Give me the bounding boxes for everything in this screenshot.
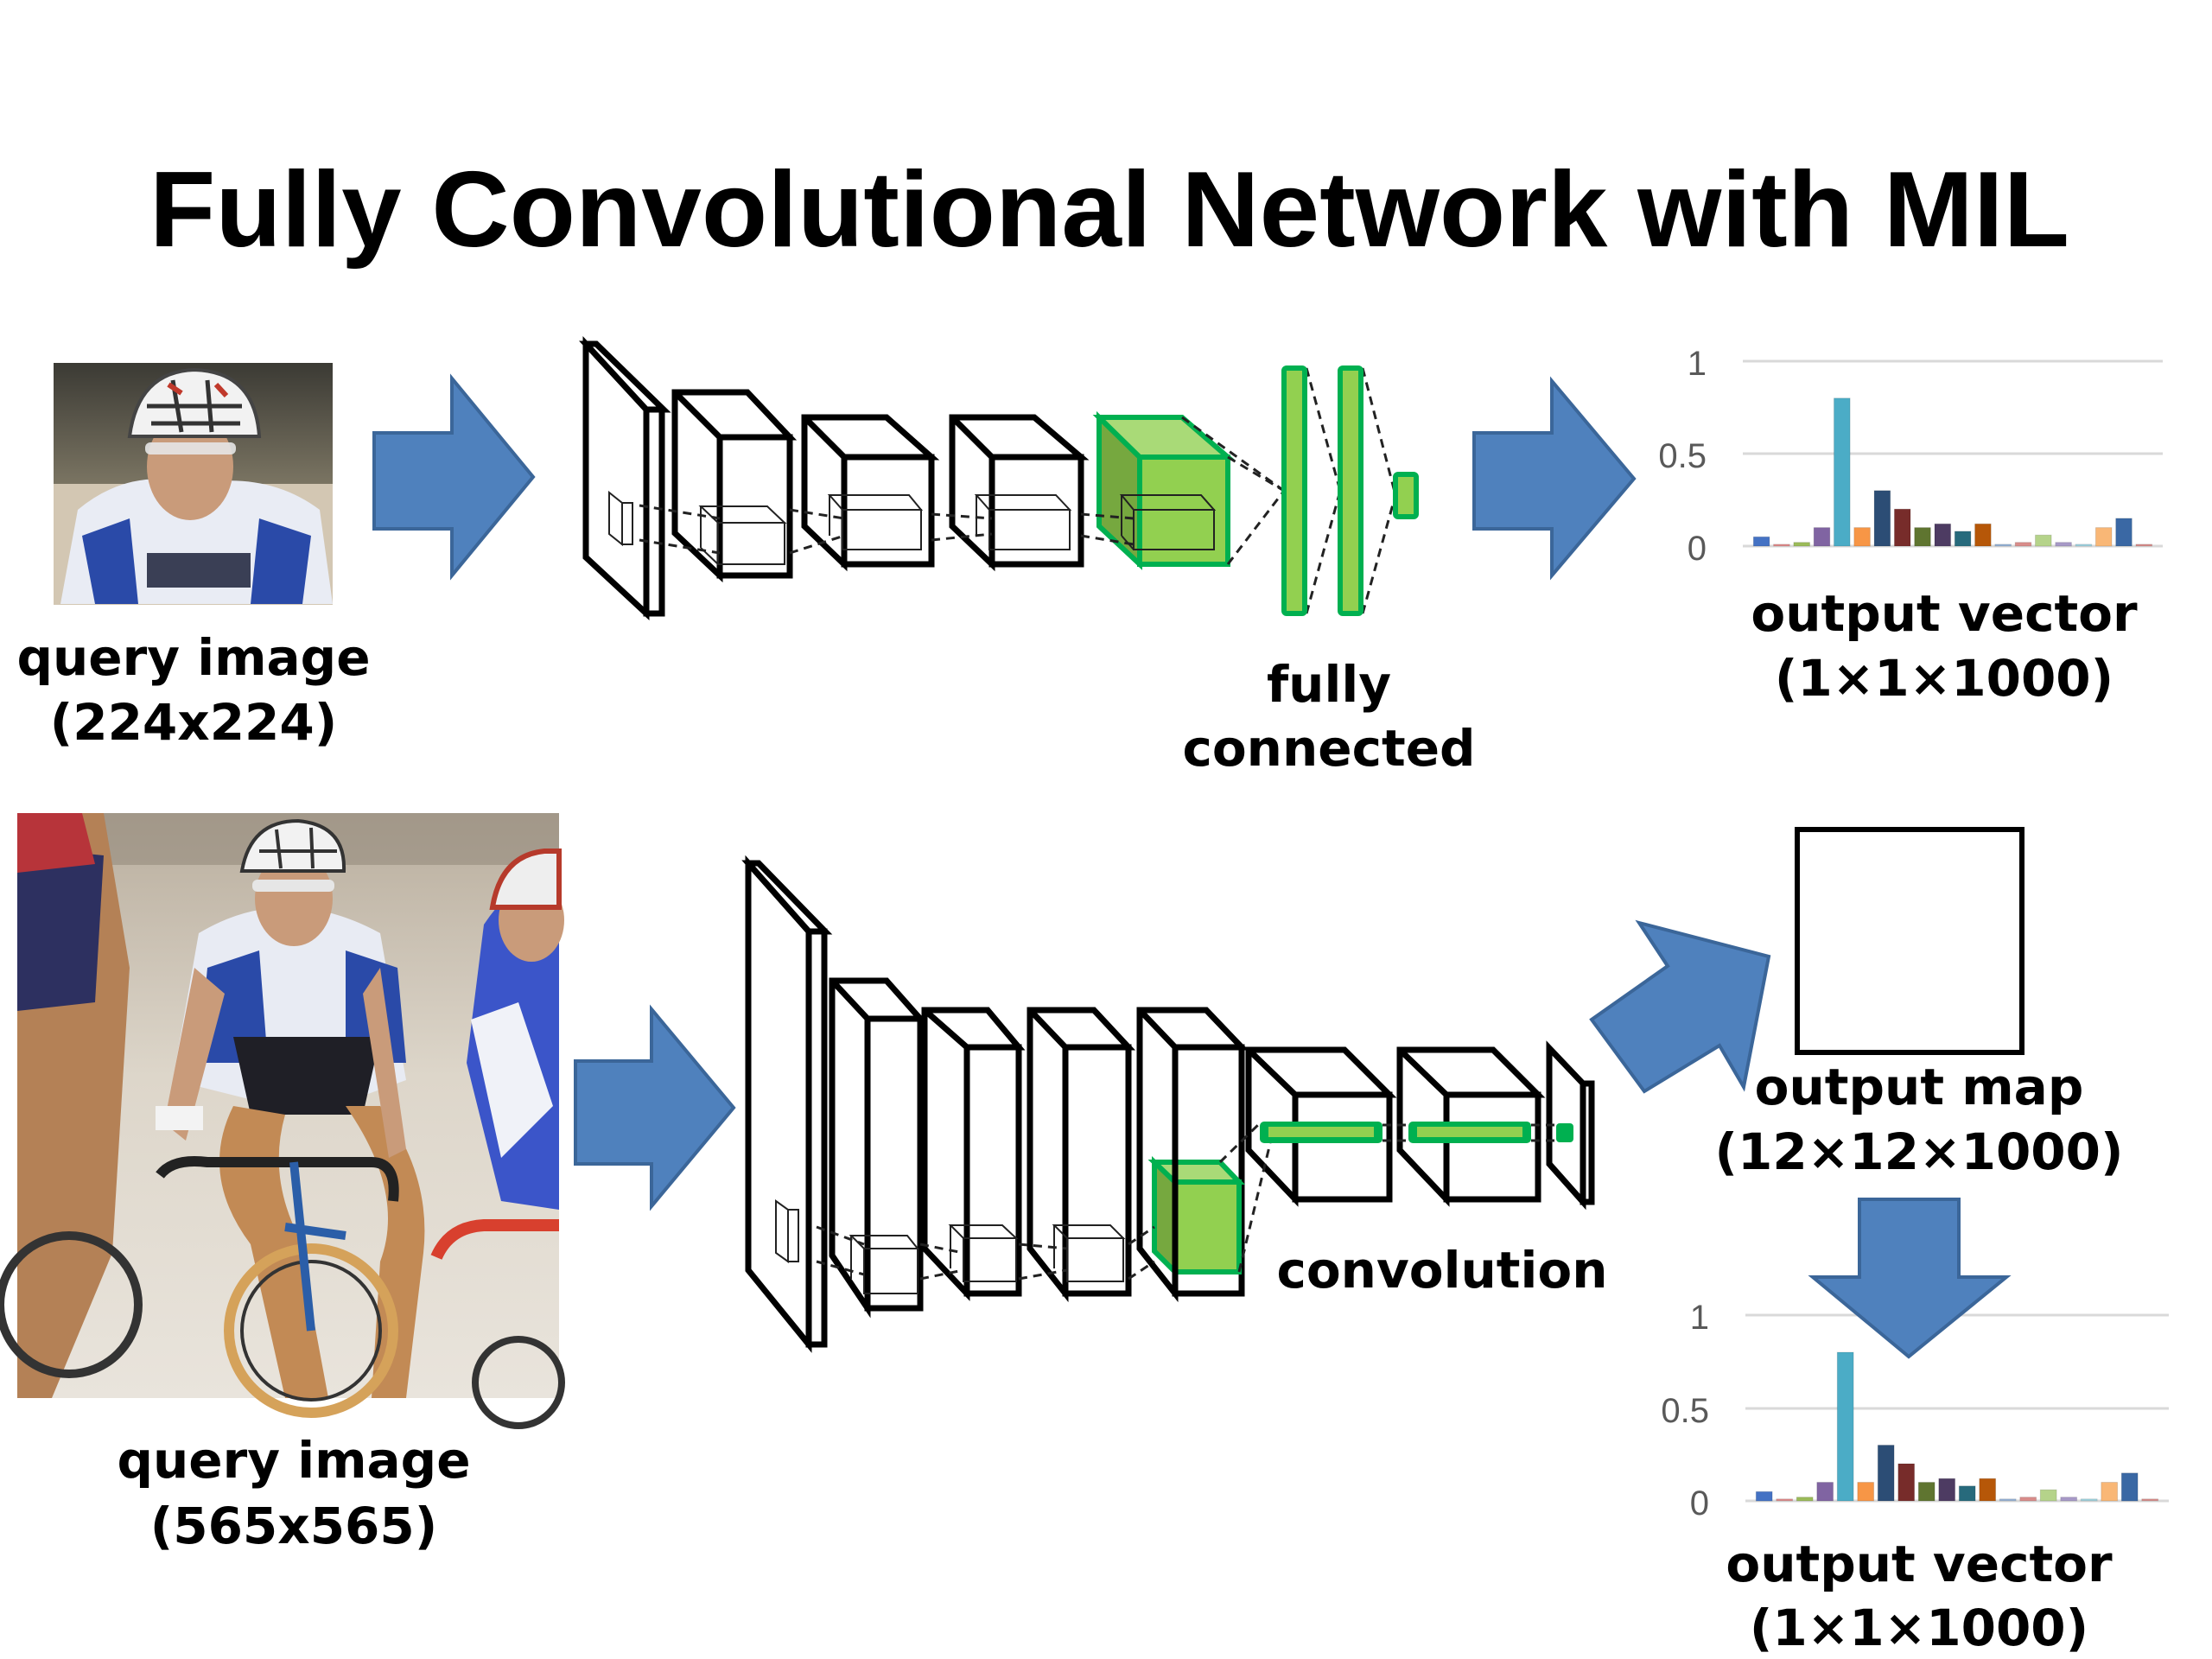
bar-3 [1793, 542, 1810, 547]
bar-3 [1796, 1497, 1814, 1502]
right-arrow-icon [1472, 376, 1637, 581]
bar-5 [1834, 397, 1851, 547]
bar-19 [2115, 518, 2133, 547]
fcn-diagram-bottom [741, 855, 1595, 1353]
bar-16 [2060, 1497, 2078, 1502]
bar-17 [2075, 543, 2093, 547]
conv-feature-bar-2 [1408, 1122, 1531, 1143]
output-vector-size-label-top: (1×1×1000) [1775, 649, 2113, 708]
output-vector-chart-bottom: 1 0.5 0 [1661, 1299, 2169, 1522]
bar-18 [2101, 1482, 2119, 1502]
output-vector-label-bottom: output vector [1726, 1535, 2113, 1593]
conv-block-bottom-6 [1396, 1046, 1546, 1207]
fully-connected-label-line2: connected [1182, 719, 1475, 778]
query-image-small [54, 363, 333, 605]
bar-20 [2135, 543, 2153, 547]
output-map-label: output map [1755, 1058, 2084, 1116]
bar-19 [2120, 1472, 2139, 1502]
right-arrow-icon [372, 373, 536, 581]
output-vector-size-label-bottom: (1×1×1000) [1750, 1599, 2088, 1657]
bar-2 [1773, 543, 1790, 547]
conv-block-bottom-3 [1027, 1007, 1136, 1303]
bar-11 [1954, 531, 1972, 547]
fc-output-node [1393, 472, 1419, 519]
conv-block-top-3 [949, 414, 1090, 572]
bar-7 [1873, 490, 1891, 547]
output-map-box [1795, 827, 2024, 1055]
bar-9 [1914, 527, 1931, 547]
conv-block-top-2 [801, 414, 940, 572]
conv-block-top-highlighted [1092, 410, 1236, 570]
bar-14 [2014, 542, 2032, 547]
bar-9 [1917, 1482, 1936, 1502]
output-map-size-label: (12×12×1000) [1714, 1122, 2123, 1181]
fc-layer-1 [1281, 365, 1307, 616]
conv-output-node [1556, 1123, 1573, 1142]
bar-series [1755, 1351, 2159, 1502]
conv-block-bottom-4 [1136, 1007, 1249, 1303]
bar-10 [1934, 523, 1952, 547]
bar-8 [1897, 1463, 1916, 1502]
bar-20 [2141, 1498, 2159, 1502]
bar-2 [1776, 1498, 1794, 1502]
bar-6 [1857, 1482, 1875, 1502]
bar-17 [2080, 1498, 2098, 1502]
conv-block-bottom-5 [1245, 1046, 1397, 1207]
bar-5 [1836, 1351, 1854, 1502]
bar-6 [1853, 527, 1871, 547]
conv-block-top-1 [671, 389, 798, 583]
y-tick-label: 0.5 [1658, 437, 1707, 475]
bar-1 [1755, 1491, 1773, 1502]
bar-series [1752, 397, 2153, 547]
bar-1 [1752, 536, 1770, 547]
diagonal-arrow-icon [1589, 919, 1771, 1094]
receptive-field-highlight [1147, 1155, 1246, 1279]
input-plane-bottom [741, 855, 833, 1353]
slide-title: Fully Convolutional Network with MIL [149, 150, 2069, 270]
bar-8 [1893, 508, 1911, 547]
bar-15 [2039, 1489, 2057, 1502]
query-image-size-label-top: (224x224) [50, 693, 338, 752]
fc-layer-2 [1338, 365, 1363, 616]
right-arrow-icon [574, 1004, 736, 1211]
cnn-diagram-top [579, 336, 1419, 621]
y-tick-label: 1 [1688, 345, 1707, 383]
bar-12 [1979, 1478, 1997, 1502]
bar-4 [1813, 527, 1831, 547]
query-image-size-label-bottom: (565x565) [150, 1497, 438, 1555]
conv-block-bottom-2 [921, 1007, 1026, 1301]
conv-feature-bar-1 [1260, 1122, 1382, 1143]
bar-4 [1816, 1482, 1834, 1502]
query-image-label-top: query image [16, 628, 370, 687]
y-tick-label: 0 [1690, 1484, 1709, 1522]
y-tick-label: 1 [1690, 1299, 1709, 1337]
input-plane-top [579, 336, 671, 621]
query-image-large [0, 813, 565, 1429]
bar-7 [1877, 1445, 1895, 1502]
bar-15 [2035, 534, 2052, 547]
bar-16 [2055, 542, 2072, 547]
bar-18 [2094, 527, 2113, 547]
y-tick-label: 0.5 [1661, 1392, 1709, 1430]
query-image-label-bottom: query image [117, 1431, 470, 1490]
bar-11 [1958, 1485, 1976, 1502]
bar-13 [1999, 1498, 2017, 1502]
bar-14 [2019, 1497, 2037, 1502]
down-arrow-icon [1808, 1198, 2012, 1359]
bar-12 [1974, 523, 1992, 547]
fully-connected-label-line1: fully [1267, 655, 1391, 714]
output-vector-chart-top: 1 0.5 0 [1658, 345, 2163, 568]
bar-13 [1994, 543, 2012, 547]
convolution-label: convolution [1276, 1241, 1607, 1300]
output-vector-label-top: output vector [1751, 584, 2138, 643]
bar-10 [1938, 1478, 1956, 1502]
conv-block-bottom-1 [829, 977, 927, 1319]
y-tick-label: 0 [1688, 530, 1707, 568]
